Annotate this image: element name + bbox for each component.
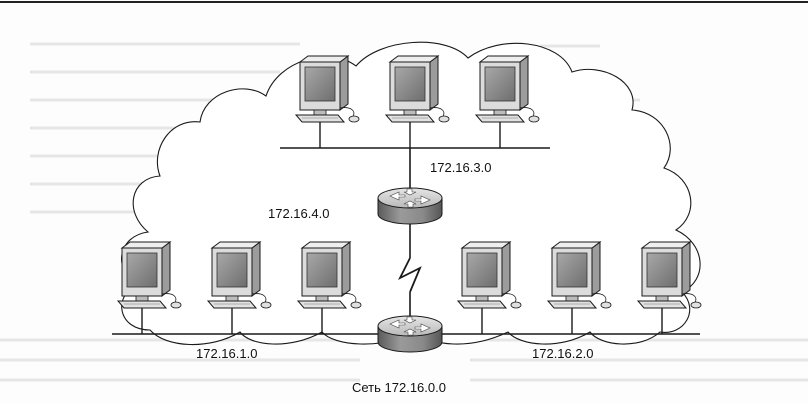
network-label-172-16-4-0: 172.16.4.0 xyxy=(268,206,329,221)
network-label-172-16-1-0: 172.16.1.0 xyxy=(196,346,257,361)
serial-link-zigzag xyxy=(397,257,422,293)
network-label-172-16-3-0: 172.16.3.0 xyxy=(430,160,491,175)
router-icon xyxy=(377,315,443,353)
network-label-172-16-2-0: 172.16.2.0 xyxy=(532,346,593,361)
network-title: Сеть 172.16.0.0 xyxy=(352,380,446,395)
router-icon xyxy=(377,187,443,225)
